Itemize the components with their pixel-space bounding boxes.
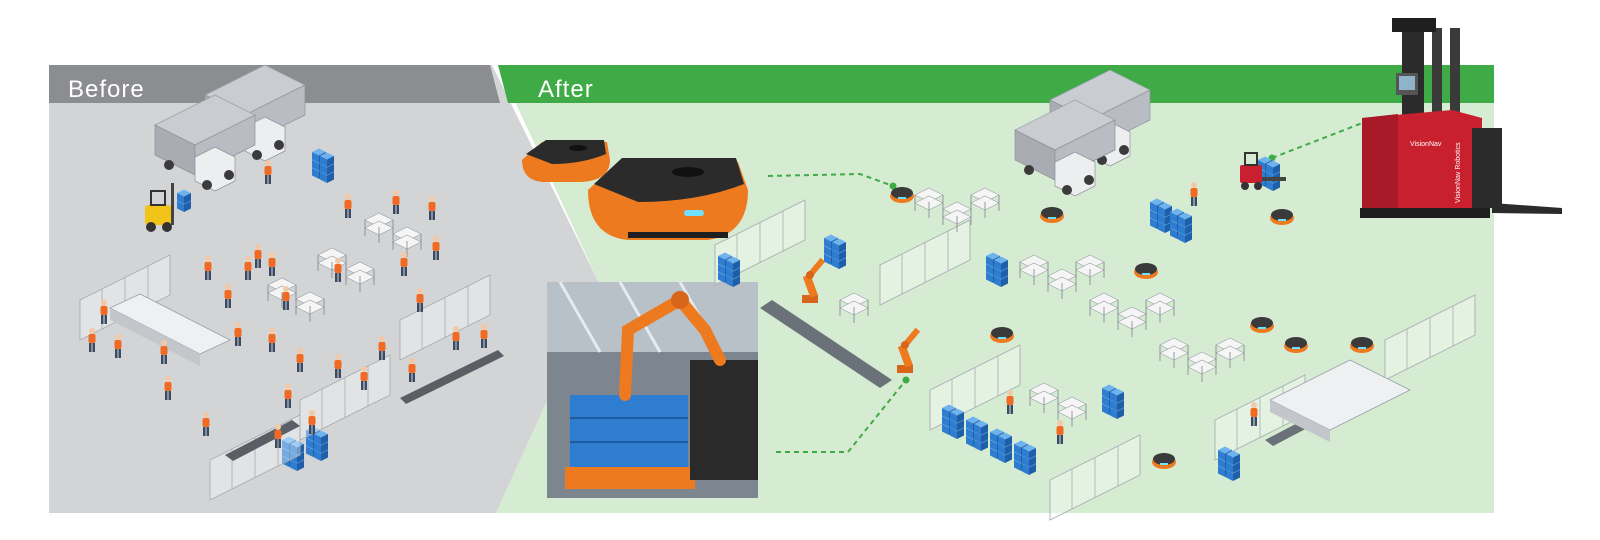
- forklift-brand-side: VisionNav Robotics: [1455, 142, 1462, 203]
- dashed-link-lines: [767, 119, 1371, 453]
- forklift-brand: VisionNav: [1410, 141, 1442, 148]
- after-banner: [498, 65, 1494, 103]
- autonomous-forklift-icon: VisionNav VisionNav Robotics: [1360, 18, 1562, 218]
- robot-photo-icon: [547, 281, 758, 498]
- after-panel: After: [496, 65, 1494, 521]
- agv-robot-icon: [522, 140, 748, 240]
- before-panel: Before: [49, 64, 600, 513]
- forklift-icon: [145, 183, 191, 232]
- conveyor-icon: [109, 293, 504, 461]
- before-label: Before: [68, 76, 145, 103]
- pallet-jack-icon: [1240, 152, 1286, 190]
- conveyor-icon: [1269, 359, 1411, 442]
- after-label: After: [538, 76, 594, 103]
